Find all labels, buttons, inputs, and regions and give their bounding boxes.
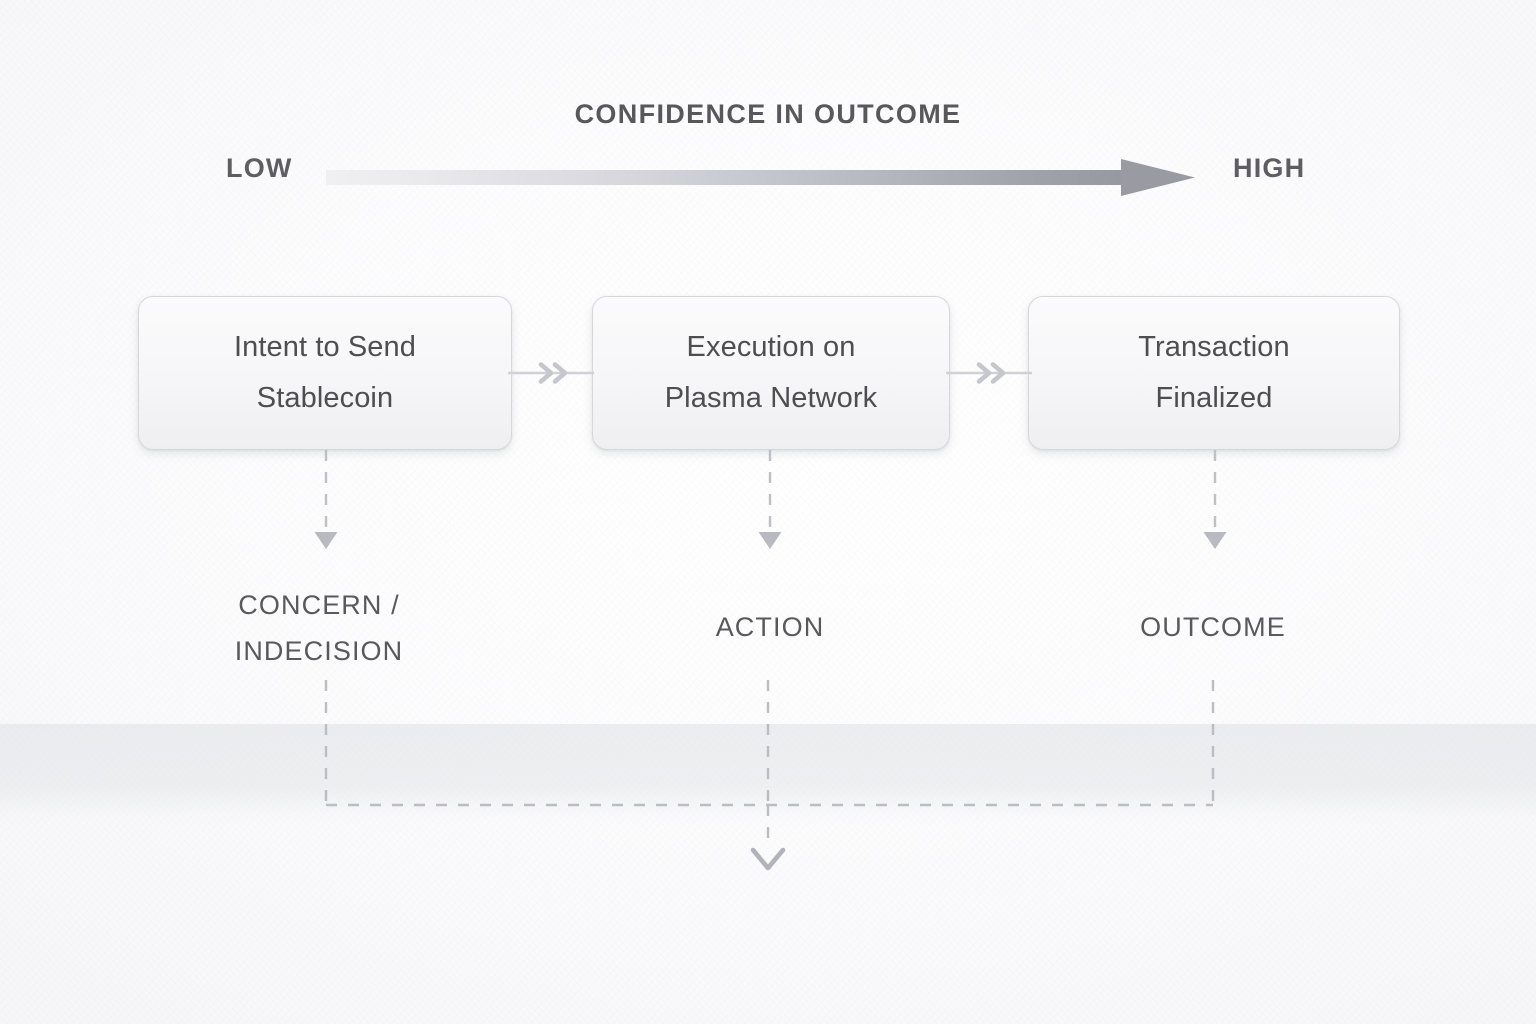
scale-label-low: LOW xyxy=(226,153,293,183)
convergence-bracket xyxy=(300,680,1260,885)
stage-box-execution[interactable]: Execution on Plasma Network xyxy=(592,296,950,450)
stage-box-intent[interactable]: Intent to Send Stablecoin xyxy=(138,296,512,450)
chevron-down-icon xyxy=(750,847,786,871)
scale-label-high: HIGH xyxy=(1233,153,1306,183)
confidence-scale: LOW HIGH xyxy=(0,153,1536,197)
stage-box-label: Intent to Send Stablecoin xyxy=(234,331,416,414)
stage-box-finalized[interactable]: Transaction Finalized xyxy=(1028,296,1400,450)
drop-arrow-action xyxy=(750,450,790,559)
page-title: CONFIDENCE IN OUTCOME xyxy=(574,99,962,129)
drop-arrow-concern xyxy=(306,450,346,559)
connector-execution-to-finalized xyxy=(946,358,1032,393)
category-label-action: ACTION xyxy=(715,612,825,642)
stage-box-label: Execution on Plasma Network xyxy=(664,331,878,414)
gradient-right-arrow-icon xyxy=(326,157,1206,202)
category-label-concern: CONCERN / INDECISION xyxy=(234,590,404,666)
stage-box-label: Transaction Finalized xyxy=(1138,331,1290,414)
drop-arrow-outcome xyxy=(1195,450,1235,559)
category-label-outcome: OUTCOME xyxy=(1140,612,1286,642)
connector-intent-to-execution xyxy=(508,358,594,393)
